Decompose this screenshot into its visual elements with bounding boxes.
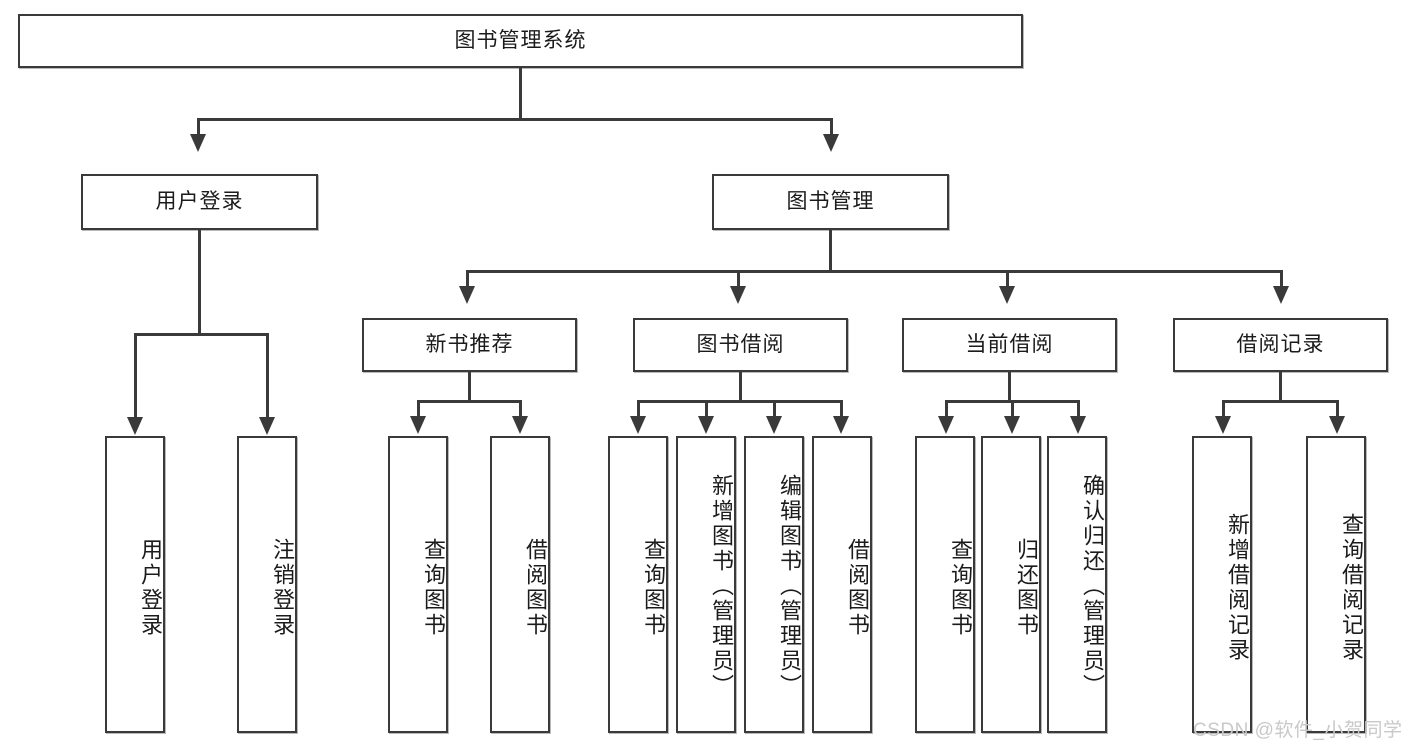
arrow-to-current-borrow (999, 286, 1015, 304)
connector-current-borrow-drop-3 (1077, 400, 1080, 418)
node-current-borrow[interactable]: 当前借阅 (902, 318, 1117, 372)
arrow-to-leaf-return-book (1004, 416, 1020, 434)
node-label: 图书管理 (786, 189, 875, 213)
connector-new-book-stem (468, 372, 471, 402)
node-label: 用户登录 (155, 189, 244, 213)
arrow-to-leaf-edit-book (766, 416, 782, 434)
connector-user-login-drop-2 (266, 333, 269, 419)
connector-root-stem (519, 68, 522, 120)
leaf-user-login[interactable]: 用户登录 (105, 436, 165, 733)
connector-book-borrow-drop-1 (637, 400, 640, 418)
arrow-to-leaf-add-borrow-record (1215, 416, 1231, 434)
connector-user-login-stem (198, 230, 201, 335)
node-label: 新增图书（管理员） (709, 474, 734, 699)
connector-book-borrow-stem (739, 372, 742, 402)
connector-book-borrow-drop-4 (840, 400, 843, 418)
leaf-confirm-return[interactable]: 确认归还（管理员） (1047, 436, 1107, 733)
connector-book-borrow-bus (637, 400, 843, 403)
leaf-borrow-book-recommend[interactable]: 借阅图书 (490, 436, 550, 733)
node-label: 借阅图书 (523, 537, 548, 638)
node-borrow-record[interactable]: 借阅记录 (1173, 318, 1388, 372)
node-label: 查询图书 (641, 537, 666, 638)
arrow-to-leaf-query-book-recommend (410, 416, 426, 434)
arrow-to-leaf-query-book-current (938, 416, 954, 434)
leaf-borrow-book[interactable]: 借阅图书 (812, 436, 872, 733)
connector-new-book-bus (417, 400, 522, 403)
node-label: 编辑图书（管理员） (777, 474, 802, 699)
arrow-to-leaf-user-login (127, 417, 143, 435)
arrow-to-leaf-borrow-book-recommend (512, 416, 528, 434)
arrow-to-user-login (190, 134, 206, 152)
connector-root-drop-left (197, 118, 200, 136)
arrow-to-leaf-query-borrow-record (1329, 416, 1345, 434)
leaf-edit-book[interactable]: 编辑图书（管理员） (744, 436, 804, 733)
arrow-to-borrow-record (1273, 286, 1289, 304)
connector-root-drop-right (830, 118, 833, 136)
node-label: 用户登录 (138, 537, 163, 638)
connector-root-bus (197, 118, 832, 121)
node-label: 图书借阅 (696, 332, 785, 356)
node-label: 归还图书 (1014, 537, 1039, 638)
node-user-login[interactable]: 用户登录 (81, 174, 318, 230)
arrow-to-new-book-recommend (459, 286, 475, 304)
node-label: 借阅图书 (845, 537, 870, 638)
connector-current-borrow-drop-1 (945, 400, 948, 418)
leaf-add-book[interactable]: 新增图书（管理员） (676, 436, 736, 733)
node-root-book-management-system[interactable]: 图书管理系统 (18, 14, 1023, 68)
arrow-to-book-management (823, 134, 839, 152)
leaf-return-book[interactable]: 归还图书 (981, 436, 1041, 733)
connector-book-management-stem (829, 230, 832, 272)
arrow-to-leaf-logout (259, 417, 275, 435)
connector-current-borrow-stem (1008, 372, 1011, 402)
node-label: 借阅记录 (1236, 332, 1325, 356)
node-book-borrow[interactable]: 图书借阅 (633, 318, 848, 372)
connector-book-borrow-drop-2 (705, 400, 708, 418)
connector-borrow-record-bus (1222, 400, 1339, 403)
node-label: 查询图书 (948, 537, 973, 638)
node-label: 确认归还（管理员） (1080, 474, 1105, 699)
node-label: 图书管理系统 (454, 28, 587, 52)
watermark-text: CSDN @软件_小贺同学 (1193, 720, 1403, 741)
leaf-add-borrow-record[interactable]: 新增借阅记录 (1192, 436, 1252, 733)
connector-current-borrow-drop-2 (1011, 400, 1014, 418)
node-label: 查询图书 (421, 537, 446, 638)
arrow-to-leaf-query-book-borrow (630, 416, 646, 434)
connector-level3-drop-2 (737, 270, 740, 288)
connector-new-book-drop-1 (417, 400, 420, 418)
connector-level3-drop-4 (1280, 270, 1283, 288)
leaf-query-book-recommend[interactable]: 查询图书 (388, 436, 448, 733)
leaf-query-book-current[interactable]: 查询图书 (915, 436, 975, 733)
node-label: 查询借阅记录 (1339, 512, 1364, 663)
node-book-management[interactable]: 图书管理 (712, 174, 949, 230)
node-label: 注销登录 (270, 537, 295, 638)
arrow-to-leaf-borrow-book (833, 416, 849, 434)
leaf-logout[interactable]: 注销登录 (237, 436, 297, 733)
connector-new-book-drop-2 (519, 400, 522, 418)
leaf-query-book-borrow[interactable]: 查询图书 (608, 436, 668, 733)
connector-borrow-record-stem (1279, 372, 1282, 402)
node-label: 新增借阅记录 (1225, 512, 1250, 663)
node-label: 当前借阅 (965, 332, 1054, 356)
connector-level3-drop-3 (1006, 270, 1009, 288)
connector-level3-bus (466, 270, 1283, 273)
arrow-to-leaf-confirm-return (1070, 416, 1086, 434)
connector-user-login-bus (134, 333, 269, 336)
connector-level3-drop-1 (466, 270, 469, 288)
arrow-to-book-borrow (730, 286, 746, 304)
connector-borrow-record-drop-2 (1336, 400, 1339, 418)
node-label: 新书推荐 (425, 332, 514, 356)
connector-user-login-drop-1 (134, 333, 137, 419)
connector-book-borrow-drop-3 (773, 400, 776, 418)
node-new-book-recommend[interactable]: 新书推荐 (362, 318, 577, 372)
leaf-query-borrow-record[interactable]: 查询借阅记录 (1306, 436, 1366, 733)
arrow-to-leaf-add-book (698, 416, 714, 434)
connector-borrow-record-drop-1 (1222, 400, 1225, 418)
